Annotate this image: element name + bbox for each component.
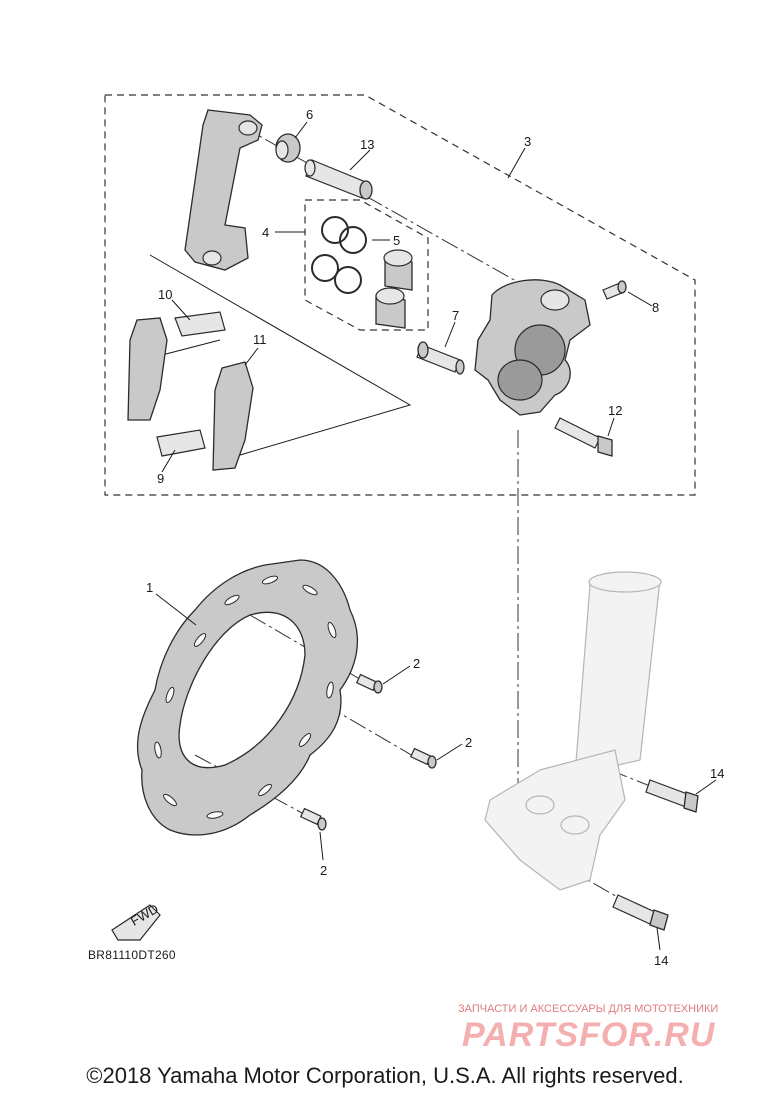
seal-kit-boundary	[304, 199, 429, 331]
callout-13: 13	[360, 137, 374, 152]
watermark-logo: PARTSFOR.RU	[462, 1016, 716, 1054]
assembly-line-pads	[149, 254, 412, 456]
callout-14-lower: 14	[654, 953, 668, 968]
brake-disc	[136, 559, 358, 836]
callout-2-b: 2	[465, 735, 472, 750]
disc-bolt-2	[409, 747, 437, 769]
brake-pads	[127, 317, 254, 471]
forward-direction-arrow: FWD	[111, 901, 161, 941]
callout-8: 8	[652, 300, 659, 315]
assembly-line-pad-upper	[161, 339, 221, 356]
bleed-screw	[602, 280, 627, 300]
copyright-notice: ©2018 Yamaha Motor Corporation, U.S.A. A…	[86, 1063, 684, 1088]
callout-6: 6	[306, 107, 313, 122]
callout-14-upper: 14	[710, 766, 724, 781]
disc-bolt-1	[355, 673, 383, 694]
caliper-kit-boundary	[104, 94, 696, 496]
fork-pinch-bolt-upper	[645, 779, 699, 813]
disc-bolt-3	[299, 807, 327, 831]
callout-12: 12	[608, 403, 622, 418]
caliper-bracket	[184, 109, 263, 271]
callout-9: 9	[157, 471, 164, 486]
piston-seals	[311, 216, 367, 294]
callout-2-c: 2	[320, 863, 327, 878]
callout-leaders	[155, 121, 717, 951]
callout-11: 11	[253, 332, 267, 347]
callout-10: 10	[158, 287, 172, 302]
callout-1: 1	[146, 580, 153, 595]
caliper-pad-pin	[416, 341, 465, 375]
watermark-tagline: ЗАПЧАСТИ И АКСЕССУАРЫ ДЛЯ МОТОТЕХНИКИ	[458, 1003, 719, 1015]
pad-retainer-clip	[156, 429, 206, 457]
pad-spring	[174, 311, 226, 337]
callout-2-a: 2	[413, 656, 420, 671]
boot	[275, 133, 301, 163]
callout-5: 5	[393, 233, 400, 248]
front-fork-leg	[484, 571, 662, 891]
callout-3: 3	[524, 134, 531, 149]
callout-7: 7	[452, 308, 459, 323]
fork-pinch-bolt-lower	[612, 894, 669, 931]
brake-caliper	[474, 279, 591, 416]
caliper-bolt	[554, 417, 613, 457]
pistons	[375, 249, 413, 329]
drawing-code: BR81110DT260	[88, 948, 176, 962]
callout-4: 4	[262, 225, 269, 240]
caliper-slide-pin	[304, 159, 373, 200]
